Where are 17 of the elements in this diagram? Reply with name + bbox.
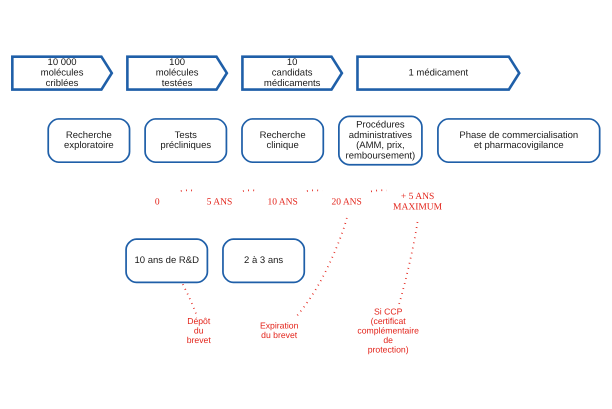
- node-text: + 5 ANS MAXIMUM: [393, 192, 442, 212]
- node-text: 10 ANS: [267, 196, 298, 207]
- connector: [181, 282, 197, 314]
- node-text: 5 ANS: [206, 196, 232, 207]
- node-box: 10 ans de R&D: [125, 238, 208, 283]
- node-box: Tests précliniques: [144, 118, 228, 163]
- node-box: 2 à 3 ans: [222, 238, 306, 283]
- node-text: Si CCP (certificat complémentaire de protection): [357, 306, 419, 354]
- node-box: Recherche exploratoire: [47, 118, 130, 163]
- node-text: Expiration du brevet: [260, 320, 298, 340]
- node-box: Phase de commercialisation et pharmacovigilance: [437, 118, 601, 163]
- connector: [296, 216, 348, 316]
- node-text: 20 ANS: [331, 196, 362, 207]
- node-text: 0: [154, 196, 160, 207]
- node-text: Dépôt du brevet: [186, 315, 211, 344]
- node-box: Recherche clinique: [241, 118, 324, 163]
- node-box: Procédures administratives (AMM, prix, remboursement): [338, 114, 423, 166]
